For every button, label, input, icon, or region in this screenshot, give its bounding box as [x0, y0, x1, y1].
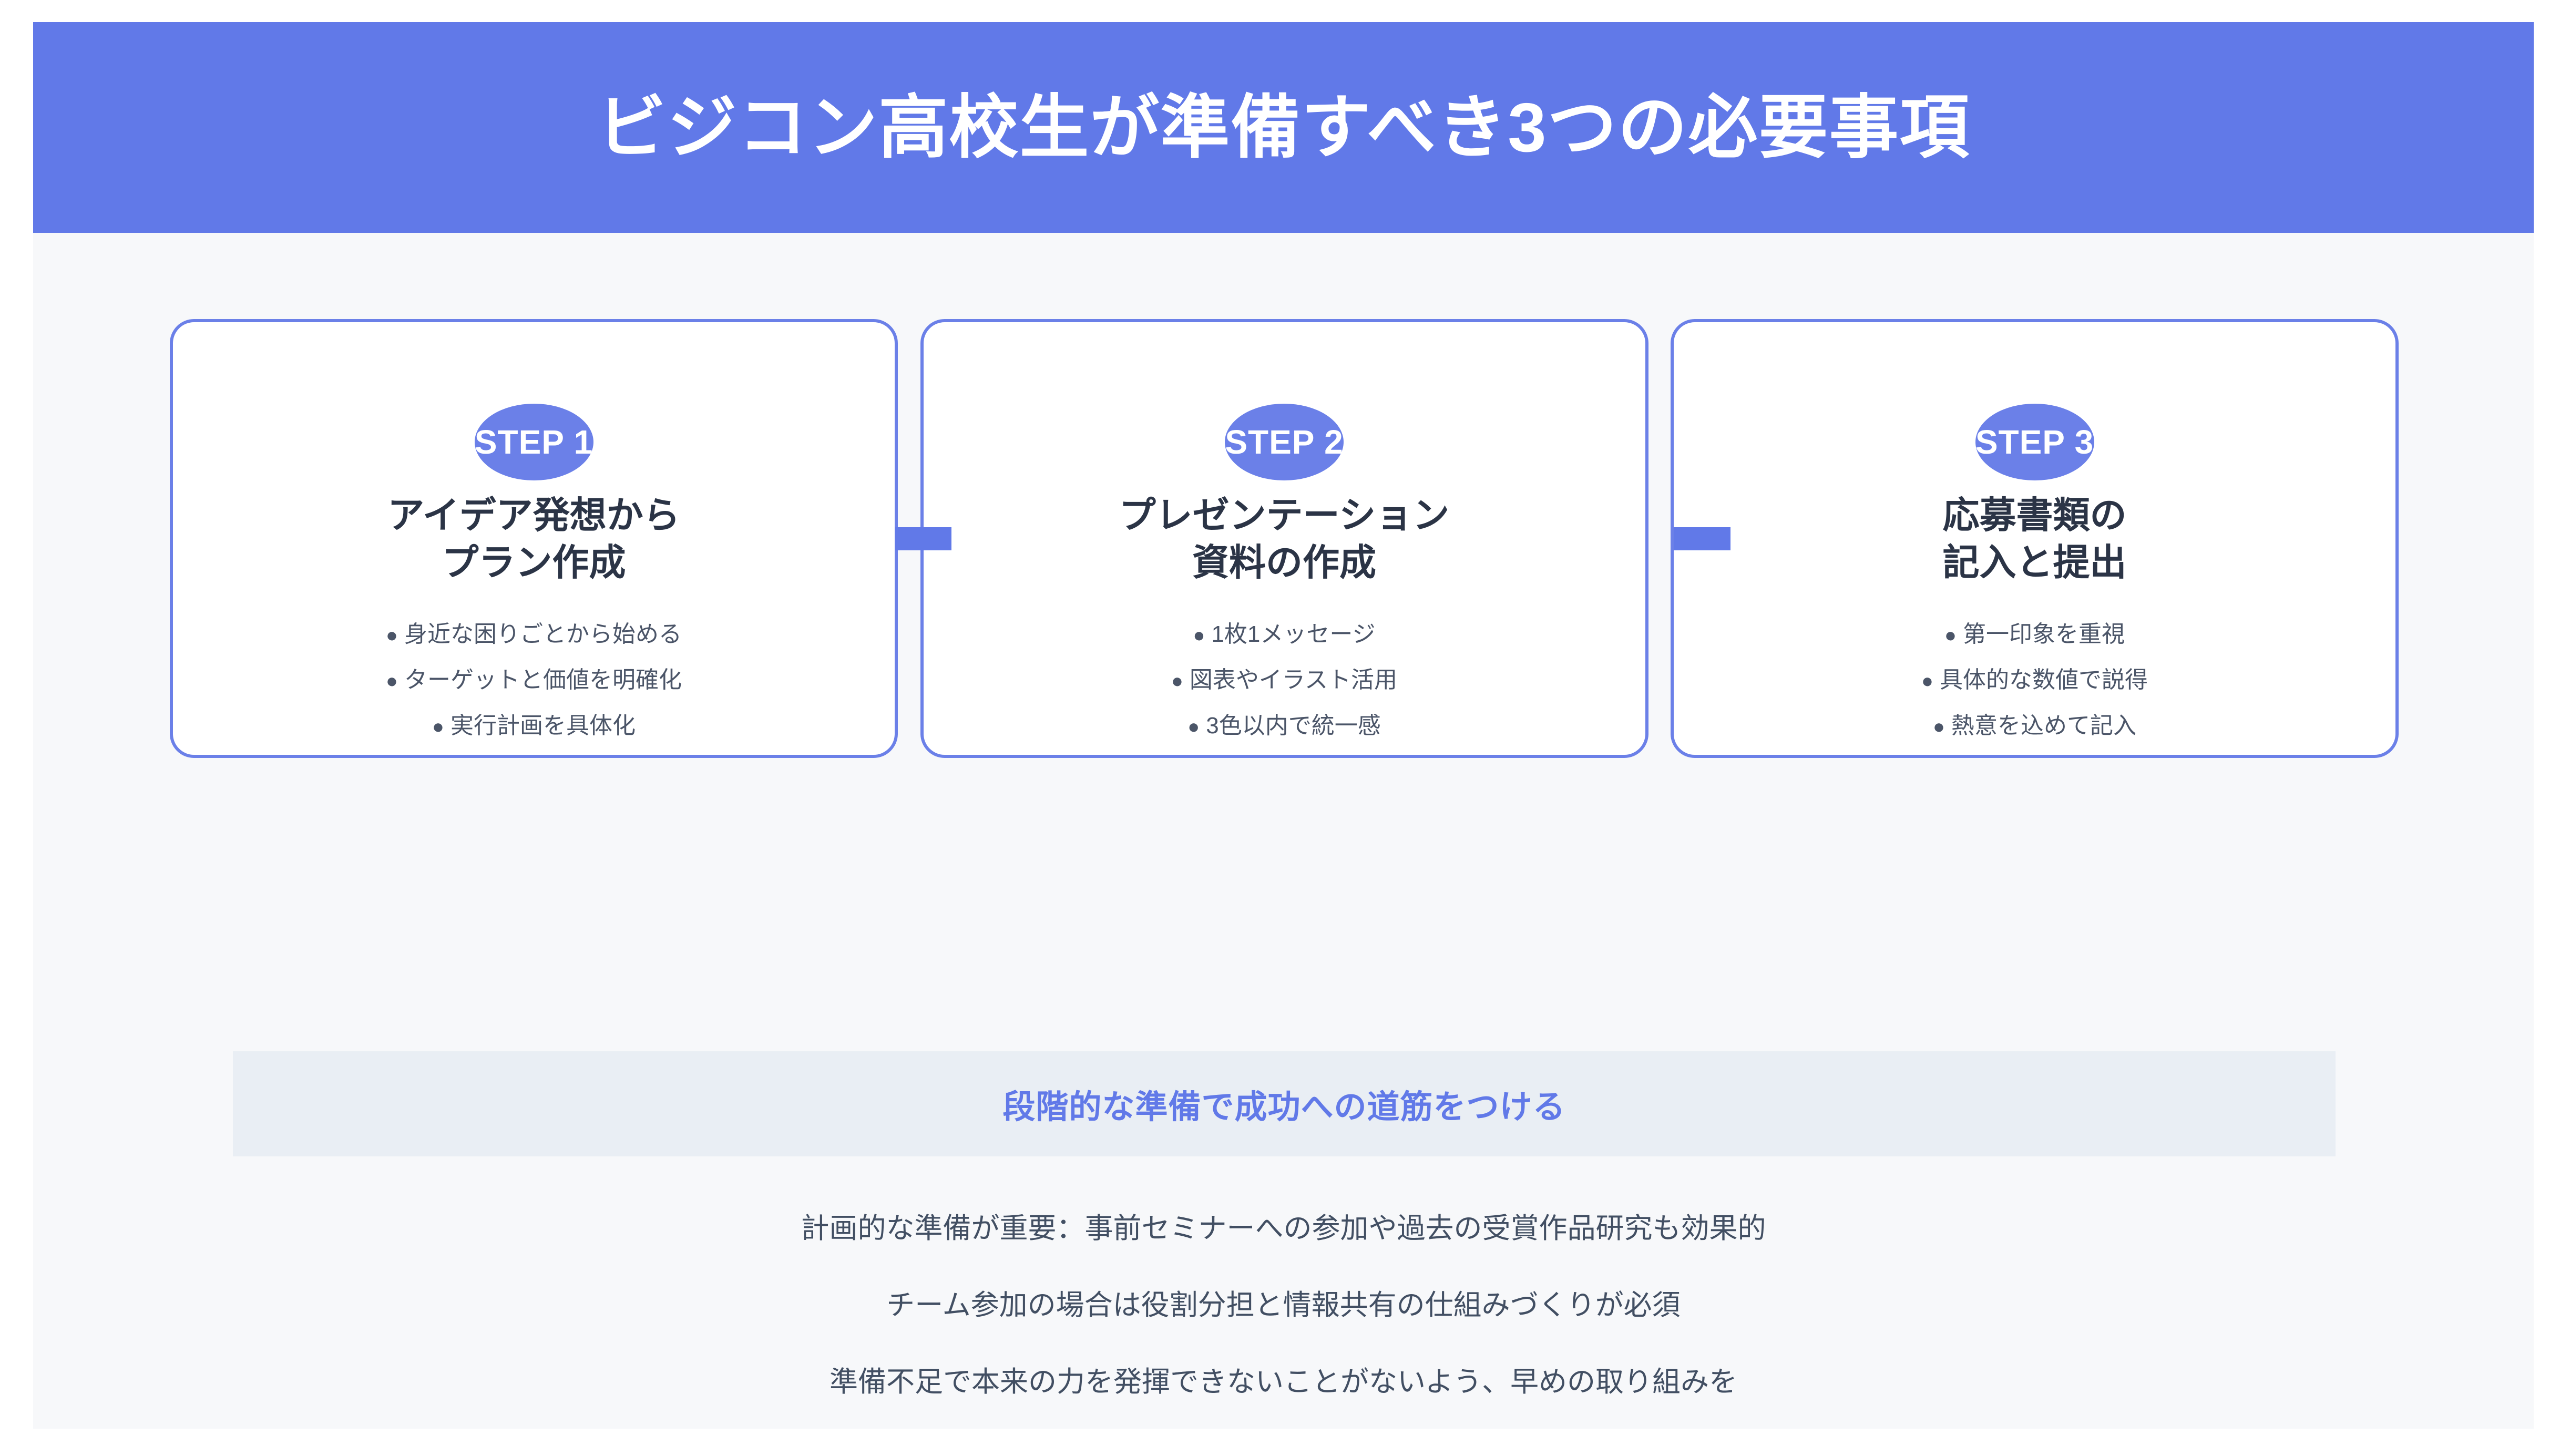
step-title-2: プレゼンテーション 資料の作成	[1119, 495, 1450, 583]
page-header: ビジコン高校生が準備すべき3つの必要事項	[33, 22, 2534, 233]
bullet-dot-icon: ●	[432, 716, 444, 739]
step-points-1: ● 身近な困りごとから始める ● ターゲットと価値を明確化 ● 実行計画を具体化	[386, 620, 682, 740]
step-connector-1-2	[895, 527, 951, 550]
step-point: ● 熱意を込めて記入	[1933, 711, 2136, 740]
summary-banner: 段階的な準備で成功への道筋をつける	[233, 1051, 2336, 1156]
step-point: ● 1枚1メッセージ	[1193, 620, 1375, 649]
step-card-2: STEP 2 プレゼンテーション 資料の作成 ● 1枚1メッセージ ● 図表やイラス…	[920, 319, 1648, 758]
page-title: ビジコン高校生が準備すべき3つの必要事項	[597, 88, 1970, 166]
step-point-label: 熱意を込めて記入	[1951, 713, 2136, 739]
bullet-dot-icon: ●	[1193, 624, 1205, 647]
bullet-dot-icon: ●	[1171, 670, 1183, 693]
note-line: 準備不足で本来の力を発揮できないことがないよう、早めの取り組みを	[830, 1366, 1737, 1398]
step-point-label: ターゲットと価値を明確化	[404, 667, 682, 693]
step-point: ● ターゲットと価値を明確化	[386, 665, 682, 694]
bullet-dot-icon: ●	[1921, 670, 1933, 693]
bullet-dot-icon: ●	[386, 670, 398, 693]
step-point-label: 1枚1メッセージ	[1211, 621, 1376, 648]
step-point-label: 身近な困りごとから始める	[404, 621, 682, 648]
step-badge-label-2: STEP 2	[1225, 423, 1344, 461]
step-point-label: 3色以内で統一感	[1206, 713, 1381, 739]
notes-list: 計画的な準備が重要：事前セミナーへの参加や過去の受賞作品研究も効果的 チーム参加…	[33, 1210, 2534, 1401]
bullet-dot-icon: ●	[1187, 716, 1200, 739]
bullet-dot-icon: ●	[1933, 716, 1945, 739]
step-point: ● 身近な困りごとから始める	[386, 620, 682, 649]
infographic-page: ビジコン高校生が準備すべき3つの必要事項 STEP 1 アイデア発想から プラン…	[33, 22, 2534, 1429]
step-point-label: 実行計画を具体化	[450, 713, 636, 739]
step-connector-2-3	[1674, 527, 1730, 550]
step-badge-3: STEP 3	[1975, 404, 2094, 480]
steps-row: STEP 1 アイデア発想から プラン作成 ● 身近な困りごとから始める ● ターゲ…	[170, 319, 2399, 758]
bullet-dot-icon: ●	[1944, 624, 1957, 647]
step-badge-1: STEP 1	[474, 404, 593, 480]
step-badge-label-3: STEP 3	[1975, 423, 2094, 461]
step-title-3: 応募書類の 記入と提出	[1942, 495, 2127, 583]
step-badge-2: STEP 2	[1225, 404, 1344, 480]
step-title-1: アイデア発想から プラン作成	[387, 495, 680, 583]
step-points-3: ●第一印象を重視 ●具体的な数値で説得 ●熱意を込めて記入	[1921, 620, 2148, 740]
step-point: ● 図表やイラスト活用	[1171, 665, 1397, 694]
step-point: ● 3色以内で統一感	[1187, 711, 1380, 740]
step-point-label: 具体的な数値で説得	[1939, 667, 2148, 693]
note-line: 計画的な準備が重要：事前セミナーへの参加や過去の受賞作品研究も効果的	[801, 1213, 1766, 1244]
step-point: ● 具体的な数値で説得	[1921, 665, 2148, 694]
step-point: ● 実行計画を具体化	[432, 711, 636, 740]
note-line: チーム参加の場合は役割分担と情報共有の仕組みづくりが必須	[886, 1289, 1681, 1321]
step-badge-label-1: STEP 1	[474, 423, 593, 461]
summary-banner-text: 段階的な準備で成功への道筋をつける	[1002, 1089, 1566, 1125]
step-point-label: 図表やイラスト活用	[1189, 667, 1398, 693]
step-points-2: ● 1枚1メッセージ ● 図表やイラスト活用 ● 3色以内で統一感	[1171, 620, 1397, 740]
step-card-1: STEP 1 アイデア発想から プラン作成 ● 身近な困りごとから始める ● ターゲ…	[170, 319, 898, 758]
bullet-dot-icon: ●	[386, 624, 398, 647]
step-card-3: STEP 3 応募書類の 記入と提出 ●第一印象を重視 ●具体的な数値で説得 ●…	[1671, 319, 2399, 758]
step-point-label: 第一印象を重視	[1962, 621, 2125, 648]
step-point: ●第一印象を重視	[1944, 620, 2125, 649]
